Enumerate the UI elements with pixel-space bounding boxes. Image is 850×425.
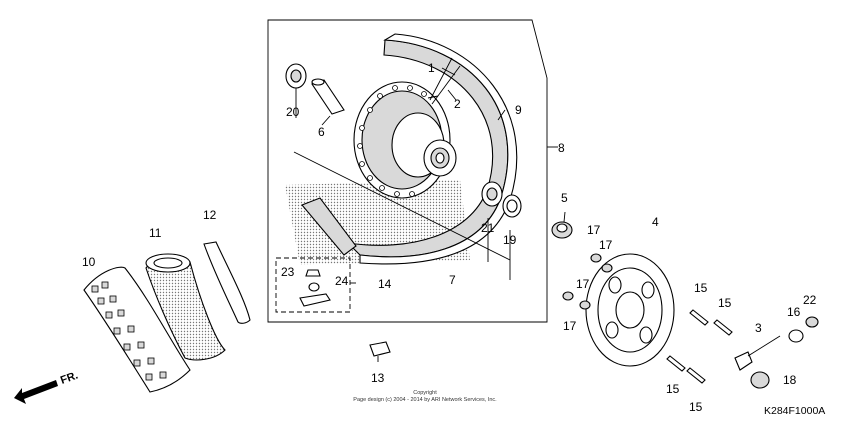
front-arrow-icon <box>14 380 58 404</box>
callout-10: 10 <box>82 255 96 269</box>
valve-24 <box>299 282 331 307</box>
callout-17b: 17 <box>599 238 613 252</box>
callout-22: 22 <box>803 293 817 307</box>
hub <box>353 81 457 199</box>
callout-18: 18 <box>783 373 797 387</box>
copyright-line2: Page design (c) 2004 - 2014 by ARI Netwo… <box>353 397 497 403</box>
tube-11 <box>145 253 226 361</box>
callout-11: 11 <box>149 226 162 240</box>
callout-labels: 1 2 3 4 5 6 7 8 9 10 11 12 13 14 15 15 1… <box>82 61 817 414</box>
callout-20: 20 <box>286 105 300 119</box>
callout-17c: 17 <box>576 277 590 291</box>
clip-13 <box>369 341 391 357</box>
callout-13: 13 <box>371 371 385 385</box>
leader-lines <box>295 67 566 362</box>
callout-9: 9 <box>515 103 522 117</box>
fr-label: FR. <box>59 369 80 386</box>
bearing-21 <box>481 181 503 207</box>
callout-5: 5 <box>561 191 568 205</box>
copyright-line1: Copyright <box>413 390 437 396</box>
wheel-assembly-outline <box>267 19 548 323</box>
valve-group-box <box>275 257 351 313</box>
collar-5 <box>551 221 573 239</box>
callout-15b: 15 <box>718 296 732 310</box>
callout-12: 12 <box>203 208 217 222</box>
diagram-code: K284F1000A <box>764 405 825 417</box>
callout-14: 14 <box>378 277 392 291</box>
callout-23: 23 <box>281 265 295 279</box>
callout-3: 3 <box>755 321 762 335</box>
callout-21: 21 <box>481 221 495 235</box>
nuts-17 <box>562 253 613 310</box>
callout-4: 4 <box>652 215 659 229</box>
sprocket-4 <box>585 253 675 367</box>
bolts-15 <box>666 309 733 384</box>
callout-16: 16 <box>787 305 801 319</box>
callout-8: 8 <box>558 141 565 155</box>
callout-6: 6 <box>318 125 325 139</box>
callout-15d: 15 <box>689 400 703 414</box>
callout-24: 24 <box>335 274 349 288</box>
distance-collar-6 <box>311 78 345 115</box>
bearing-20 <box>285 63 307 89</box>
nut-22 <box>805 316 819 328</box>
axle-line <box>293 151 511 261</box>
spokes <box>427 57 461 105</box>
callout-17a: 17 <box>587 223 601 237</box>
valve-nut-23 <box>305 269 321 277</box>
callout-2: 2 <box>454 97 461 111</box>
rim-band-12 <box>203 241 251 324</box>
nut-18 <box>750 371 770 389</box>
callout-17d: 17 <box>563 319 577 333</box>
tire-10 <box>83 266 191 393</box>
callout-1: 1 <box>428 61 435 75</box>
dust-seal-19 <box>502 194 522 218</box>
callout-15c: 15 <box>666 382 680 396</box>
callout-15a: 15 <box>694 281 708 295</box>
callout-19: 19 <box>503 233 517 247</box>
callout-7: 7 <box>449 273 456 287</box>
adjuster-3 <box>734 335 781 371</box>
collar-16 <box>788 329 804 343</box>
